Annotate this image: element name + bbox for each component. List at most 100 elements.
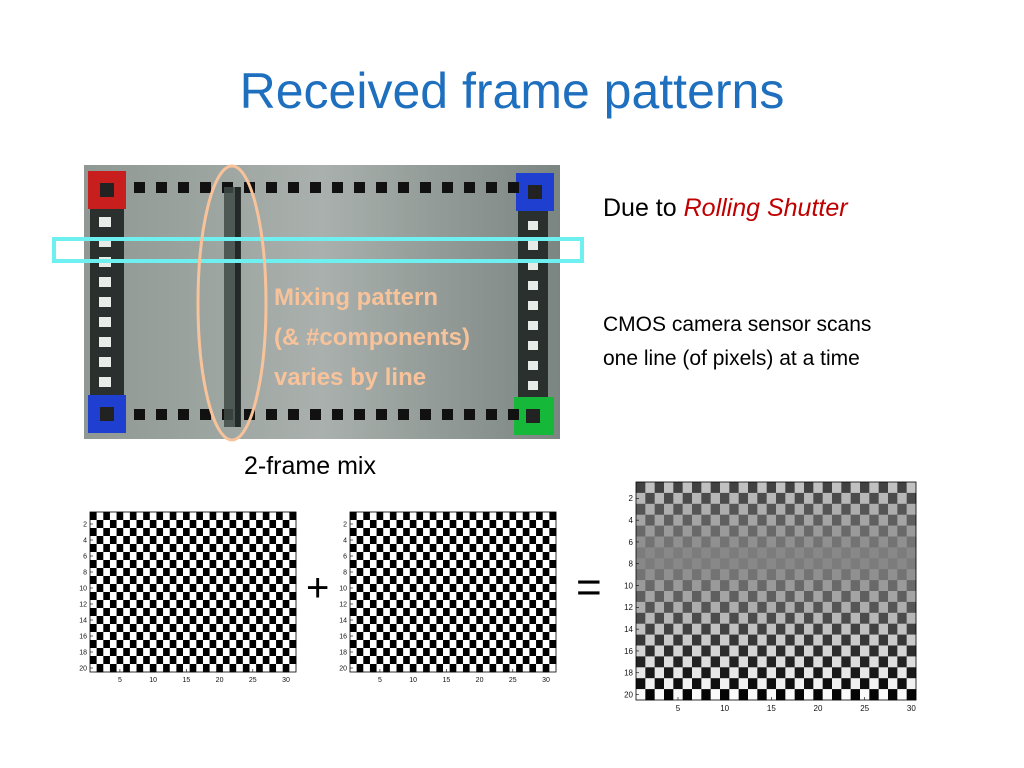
heatmap-cell xyxy=(748,634,758,646)
heatmap-cell xyxy=(822,591,833,603)
heatmap-cell xyxy=(403,520,411,529)
heatmap-cell xyxy=(710,591,721,603)
heatmap-cell xyxy=(416,568,424,577)
heatmap-cell xyxy=(376,576,384,585)
heatmap-cell xyxy=(682,547,693,559)
heatmap-cell xyxy=(256,648,264,657)
heatmap-cell xyxy=(449,648,457,657)
heatmap-cell xyxy=(262,568,270,577)
heatmap-cell xyxy=(396,608,404,617)
heatmap-cell xyxy=(423,552,431,561)
heatmap-cell xyxy=(850,525,861,537)
heatmap-cell xyxy=(469,568,477,577)
heatmap-cell xyxy=(196,568,204,577)
plot-frame xyxy=(349,511,557,673)
received-frame-image xyxy=(84,165,560,439)
heatmap-cell xyxy=(654,580,665,592)
heatmap-cell xyxy=(356,568,364,577)
heatmap-cell xyxy=(236,624,244,633)
heatmap-cell xyxy=(860,678,870,690)
heatmap-cell xyxy=(269,552,277,561)
rolling-shutter-emphasis: Rolling Shutter xyxy=(683,194,848,222)
heatmap-cell xyxy=(509,584,517,593)
heatmap-cell xyxy=(645,678,655,690)
heatmap-cell xyxy=(416,648,424,657)
heatmap-cell xyxy=(229,568,237,577)
heatmap-cell xyxy=(109,648,117,657)
heatmap-cell xyxy=(163,512,171,521)
heatmap-cell xyxy=(196,536,204,545)
heatmap-cell xyxy=(654,667,665,679)
heatmap-cell xyxy=(356,592,364,601)
heatmap-cell xyxy=(356,576,364,585)
heatmap-cell xyxy=(136,544,144,553)
heatmap-cell xyxy=(429,648,437,657)
heatmap-cell xyxy=(396,632,404,641)
heatmap-cell xyxy=(409,552,417,561)
heatmap-cell xyxy=(832,525,842,537)
heatmap-cell xyxy=(710,623,721,635)
heatmap-cell xyxy=(888,558,898,570)
heatmap-cell xyxy=(376,584,384,593)
heatmap-cell xyxy=(469,664,477,673)
heatmap-cell xyxy=(673,678,683,690)
y-tick-label: 18 xyxy=(339,649,347,656)
heatmap-cell xyxy=(416,640,424,649)
heatmap-cell xyxy=(682,623,693,635)
heatmap-cell xyxy=(383,600,391,609)
heatmap-cell xyxy=(282,544,290,553)
heatmap-cell xyxy=(748,492,758,505)
heatmap-cell xyxy=(456,608,464,617)
heatmap-cell xyxy=(116,544,124,553)
heatmap-cell xyxy=(462,512,470,521)
heatmap-cell xyxy=(149,664,157,673)
heatmap-cell xyxy=(383,664,391,673)
heatmap-cell xyxy=(462,520,470,529)
heatmap-cell xyxy=(202,616,210,625)
x-tick-label: 15 xyxy=(767,704,776,713)
y-tick-label: 10 xyxy=(624,581,633,590)
heatmap-cell xyxy=(496,520,504,529)
heatmap-cell xyxy=(888,612,898,624)
heatmap-cell xyxy=(129,592,137,601)
heatmap-cell xyxy=(502,568,510,577)
heatmap-cell xyxy=(489,624,497,633)
heatmap-cell xyxy=(804,601,814,614)
heatmap-cell xyxy=(654,634,665,646)
heatmap-cell xyxy=(183,568,190,577)
heatmap-cell xyxy=(143,616,151,625)
heatmap-cell xyxy=(256,632,264,641)
heatmap-cell xyxy=(236,632,244,641)
heatmap-cell xyxy=(482,592,490,601)
heatmap-cell xyxy=(196,600,204,609)
heatmap-cell xyxy=(396,576,404,585)
heatmap-cell xyxy=(729,601,739,614)
heatmap-cell xyxy=(143,600,151,609)
heatmap-cell xyxy=(202,624,210,633)
heatmap-cell xyxy=(109,624,117,633)
heatmap-cell xyxy=(720,634,730,646)
heatmap-cell xyxy=(249,560,257,569)
heatmap-cell xyxy=(748,591,758,603)
heatmap-cell xyxy=(429,616,437,625)
heatmap-cell xyxy=(389,512,397,521)
heatmap-cell xyxy=(202,512,210,521)
heatmap-cell xyxy=(289,632,297,641)
heatmap-cell xyxy=(841,482,851,494)
heatmap-cell xyxy=(90,536,97,545)
heatmap-cell xyxy=(776,645,786,657)
heatmap-cell xyxy=(529,632,537,641)
heatmap-cell xyxy=(841,678,851,690)
heatmap-cell xyxy=(109,632,117,641)
heatmap-cell xyxy=(516,632,524,641)
heatmap-cell xyxy=(860,525,870,537)
heatmap-cell xyxy=(363,528,371,537)
heatmap-cell xyxy=(350,552,357,561)
heatmap-cell xyxy=(90,568,97,577)
heatmap-cell xyxy=(869,547,879,559)
heatmap-cell xyxy=(462,560,470,569)
heatmap-cell xyxy=(720,514,730,526)
heatmap-cell xyxy=(222,536,230,545)
heatmap-cell xyxy=(103,528,111,537)
heatmap-cell xyxy=(183,664,190,673)
